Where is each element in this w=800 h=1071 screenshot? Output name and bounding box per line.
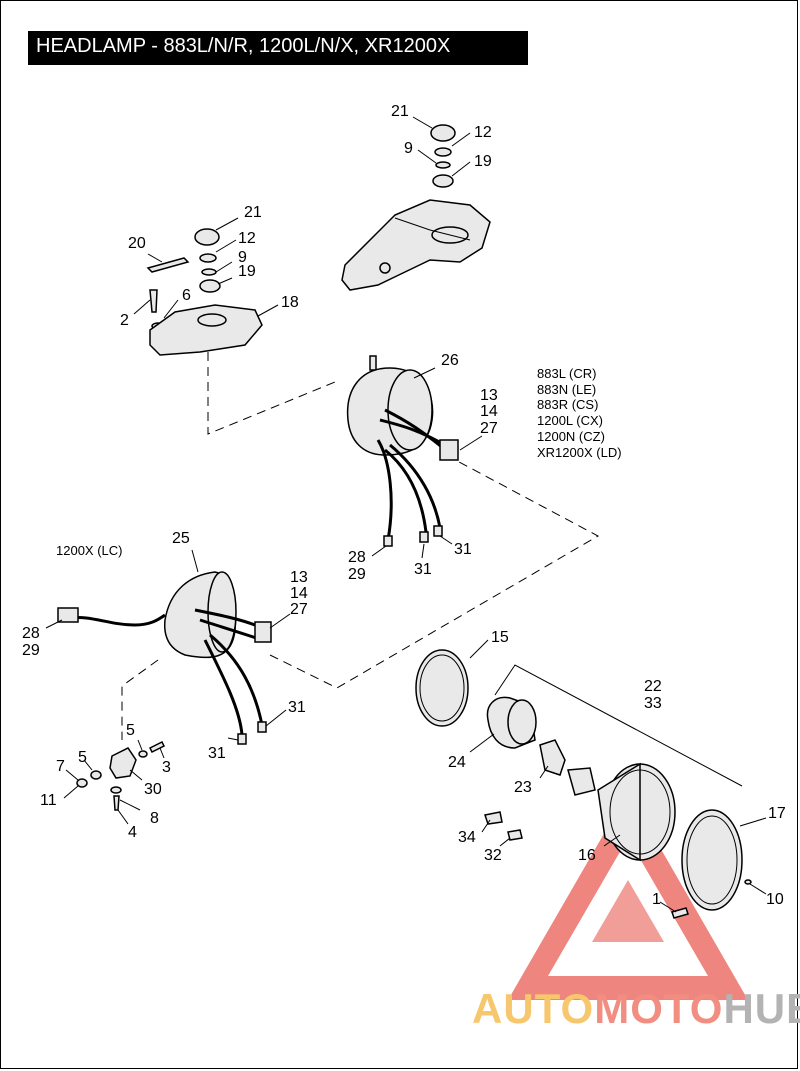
mount-30 bbox=[109, 747, 137, 779]
callout-19-left: 19 bbox=[238, 263, 256, 280]
watermark-auto: AUTO bbox=[472, 985, 595, 1032]
bolt-2 bbox=[149, 289, 158, 313]
callout-27-main: 27 bbox=[480, 420, 498, 437]
headlamp-housing-26 bbox=[346, 355, 459, 547]
callout-10: 10 bbox=[766, 891, 784, 908]
callout-3: 3 bbox=[162, 759, 171, 776]
model-xr1200x: XR1200X (LD) bbox=[537, 445, 622, 460]
bracket-18 bbox=[149, 304, 263, 356]
callout-12-left: 12 bbox=[238, 230, 256, 247]
cap-21-left bbox=[194, 228, 220, 246]
callout-15: 15 bbox=[491, 629, 509, 646]
callout-29-lc: 29 bbox=[22, 642, 40, 659]
top-bracket bbox=[341, 199, 491, 291]
callout-8: 8 bbox=[150, 810, 159, 827]
callout-11: 11 bbox=[40, 792, 57, 809]
callout-27-lc: 27 bbox=[290, 601, 308, 618]
callout-7: 7 bbox=[56, 758, 65, 775]
model-883l: 883L (CR) bbox=[537, 366, 596, 381]
callout-5-a: 5 bbox=[126, 722, 135, 739]
callout-33: 33 bbox=[644, 695, 662, 712]
callout-1: 1 bbox=[652, 891, 661, 908]
page-title: HEADLAMP - 883L/N/R, 1200L/N/X, XR1200X bbox=[36, 35, 451, 57]
callout-31-main-a: 31 bbox=[454, 541, 472, 558]
callout-28-lc: 28 bbox=[22, 625, 40, 642]
callout-26: 26 bbox=[441, 352, 459, 369]
watermark-moto: MOTO bbox=[594, 985, 724, 1032]
callout-19-top: 19 bbox=[474, 153, 492, 170]
callout-13-main: 13 bbox=[480, 387, 498, 404]
callout-29-main: 29 bbox=[348, 566, 366, 583]
washer-9-top bbox=[435, 161, 451, 169]
bushing-19-top bbox=[432, 174, 454, 188]
callout-23: 23 bbox=[514, 779, 532, 796]
callout-34: 34 bbox=[458, 829, 476, 846]
callout-21-left: 21 bbox=[244, 204, 262, 221]
callout-32: 32 bbox=[484, 847, 502, 864]
callout-9-left: 9 bbox=[238, 249, 247, 266]
model-1200x: 1200X (LC) bbox=[56, 543, 122, 558]
callout-22: 22 bbox=[644, 678, 662, 695]
callout-17: 17 bbox=[768, 805, 786, 822]
callout-12-top: 12 bbox=[474, 124, 492, 141]
callout-25: 25 bbox=[172, 530, 190, 547]
model-883n: 883N (LE) bbox=[537, 382, 596, 397]
watermark-hub: HUB bbox=[723, 985, 800, 1032]
callout-21-top: 21 bbox=[391, 103, 409, 120]
headlamp-housing-25 bbox=[57, 571, 272, 745]
callout-28-main: 28 bbox=[348, 549, 366, 566]
callout-6: 6 bbox=[182, 287, 191, 304]
bulb-23 bbox=[539, 739, 566, 776]
callout-20: 20 bbox=[128, 235, 146, 252]
lamp-unit-parts bbox=[415, 649, 752, 919]
callout-24: 24 bbox=[448, 754, 466, 771]
callout-16: 16 bbox=[578, 847, 596, 864]
callout-labels: 21 12 9 19 21 20 12 9 19 6 2 18 26 13 14… bbox=[22, 103, 786, 908]
nut-12-top bbox=[434, 147, 452, 157]
strap-20 bbox=[146, 257, 190, 273]
assembly-lines bbox=[121, 352, 743, 787]
callout-30: 30 bbox=[144, 781, 162, 798]
seal-ring-15 bbox=[415, 649, 469, 727]
callout-9-top: 9 bbox=[404, 140, 413, 157]
left-mount-assembly bbox=[146, 228, 263, 356]
callout-31-main-b: 31 bbox=[414, 561, 432, 578]
top-riser-assembly bbox=[341, 124, 491, 291]
callout-4: 4 bbox=[128, 824, 137, 841]
callout-5-b: 5 bbox=[78, 749, 87, 766]
callout-14-lc: 14 bbox=[290, 585, 308, 602]
watermark-wordmark: AUTOMOTOHUB bbox=[472, 985, 800, 1033]
model-883r: 883R (CS) bbox=[537, 397, 598, 412]
title-bar: HEADLAMP - 883L/N/R, 1200L/N/X, XR1200X bbox=[28, 31, 528, 65]
small-mount-parts bbox=[76, 740, 166, 811]
model-1200n: 1200N (CZ) bbox=[537, 429, 605, 444]
model-1200l: 1200L (CX) bbox=[537, 413, 603, 428]
trim-ring-17 bbox=[681, 809, 743, 911]
callout-2: 2 bbox=[120, 312, 129, 329]
callout-14-main: 14 bbox=[480, 403, 498, 420]
callout-13-lc: 13 bbox=[290, 569, 308, 586]
callout-18: 18 bbox=[281, 294, 299, 311]
callout-31-lc-a: 31 bbox=[288, 699, 306, 716]
callout-leaders bbox=[45, 116, 767, 913]
cap-21-top bbox=[430, 124, 456, 142]
callout-31-lc-b: 31 bbox=[208, 745, 226, 762]
